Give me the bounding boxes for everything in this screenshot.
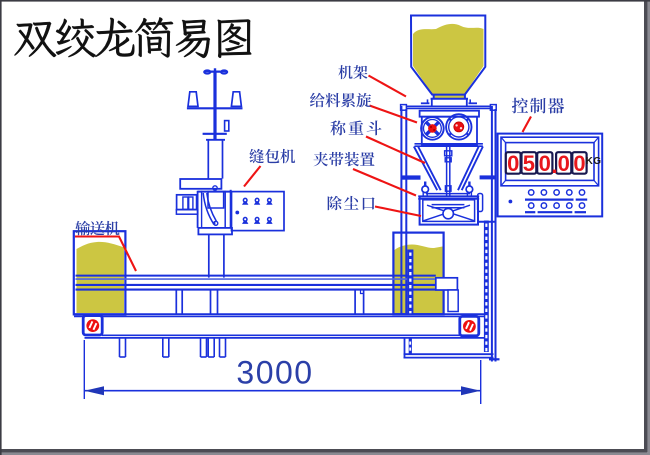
svg-text:0: 0 [558,151,570,176]
svg-text:5: 5 [523,151,535,176]
svg-text:0: 0 [507,151,519,176]
svg-text:0: 0 [573,151,585,176]
svg-text:KG: KG [586,156,602,167]
svg-text:3000: 3000 [236,355,313,391]
svg-text:0: 0 [539,151,551,176]
